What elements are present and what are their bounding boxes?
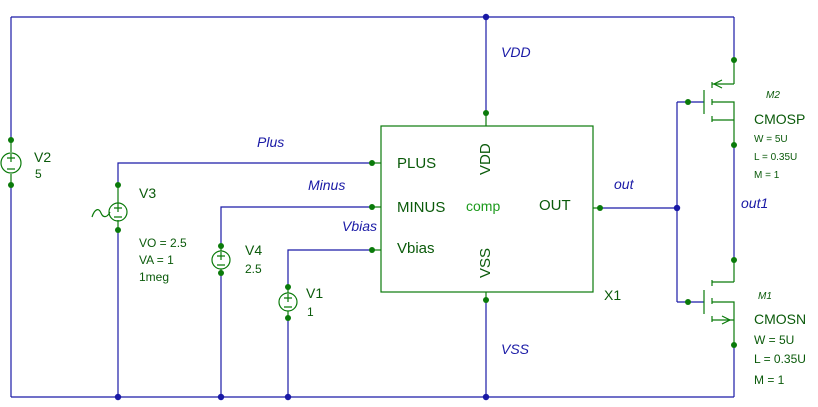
pmos-m2[interactable] (703, 60, 735, 145)
pin-label-vss: VSS (477, 248, 494, 278)
net-label-out: out (614, 176, 635, 192)
nmos-m1[interactable] (703, 260, 735, 345)
m1-model: CMOSN (754, 311, 806, 327)
subckt-name: comp (466, 198, 500, 214)
m1-ref: M1 (758, 291, 772, 302)
source-v4[interactable] (211, 246, 231, 273)
v3-ref: V3 (139, 185, 156, 201)
pin-dots (8, 57, 737, 348)
v2-ref: V2 (34, 149, 51, 165)
source-v2[interactable] (0, 140, 22, 185)
net-label-vdd: VDD (501, 44, 531, 60)
v1-ref: V1 (306, 285, 323, 301)
source-v1[interactable] (278, 287, 298, 318)
subckt-ref: X1 (604, 287, 621, 303)
net-label-minus: Minus (308, 177, 345, 193)
m2-param-m: M = 1 (754, 170, 780, 181)
v1-value: 1 (307, 305, 314, 319)
sine-icon (91, 209, 111, 218)
junction-dots (114, 13, 681, 401)
v3-param-vo: VO = 2.5 (139, 236, 187, 250)
pin-label-vdd: VDD (477, 143, 494, 175)
wire-vbias (287, 249, 372, 287)
net-label-vss: VSS (501, 341, 530, 357)
m1-param-m: M = 1 (754, 373, 785, 387)
net-label-out1: out1 (741, 195, 768, 211)
wire-plus (117, 162, 372, 185)
pin-label-plus: PLUS (397, 155, 436, 172)
v3-param-freq: 1meg (139, 270, 169, 284)
m2-param-w: W = 5U (754, 134, 788, 145)
net-label-vbias: Vbias (342, 218, 377, 234)
m2-param-l: L = 0.35U (754, 152, 797, 163)
wires (10, 16, 735, 398)
net-label-plus: Plus (257, 134, 284, 150)
pin-label-vbias: Vbias (397, 240, 435, 257)
m2-ref: M2 (766, 90, 780, 101)
v4-value: 2.5 (245, 262, 262, 276)
m2-model: CMOSP (754, 111, 805, 127)
v3-param-va: VA = 1 (139, 253, 174, 267)
wire-minus (220, 206, 372, 246)
v4-ref: V4 (245, 242, 262, 258)
v2-value: 5 (35, 167, 42, 181)
pin-label-minus: MINUS (397, 199, 445, 216)
m1-param-l: L = 0.35U (754, 352, 806, 366)
m1-param-w: W = 5U (754, 333, 794, 347)
subckt-body (380, 125, 594, 293)
pin-label-out: OUT (539, 197, 571, 214)
source-v3[interactable] (91, 185, 128, 230)
